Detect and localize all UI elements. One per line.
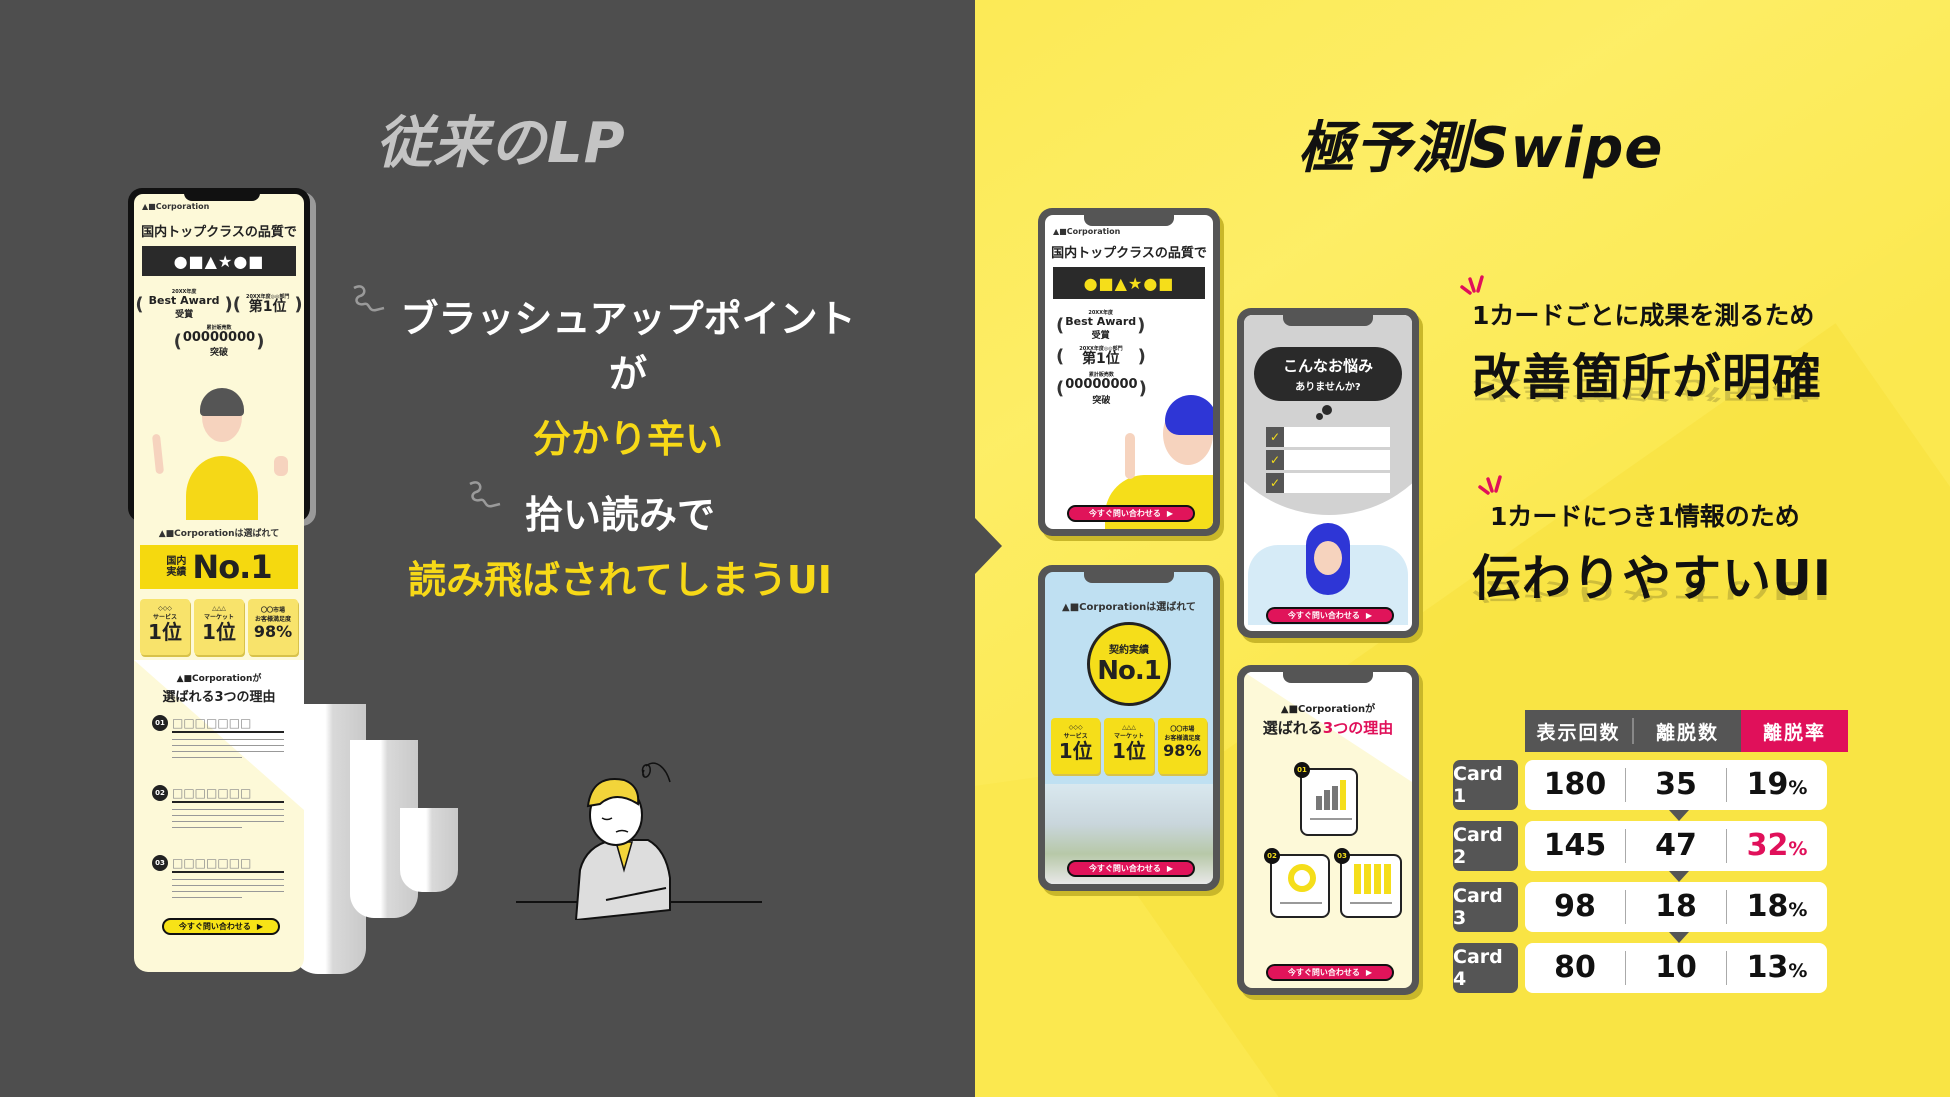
table-row: Card 1 180 35 19% <box>1453 760 1848 810</box>
laurel-icon: ) <box>256 330 265 352</box>
reasons-title: ▲■Corporationが 選ばれる3つの理由 <box>1262 704 1394 737</box>
table-row: Card 3 98 18 18% <box>1453 882 1848 932</box>
contact-button[interactable]: 今すぐ問い合わせる▶ <box>162 918 280 935</box>
reason-card-chart: 01 <box>1294 762 1358 836</box>
header-exit-rate: 離脱率 <box>1741 710 1848 752</box>
checklist-item: ✓ <box>1266 427 1390 447</box>
benefit-measure: 1カードごとに成果を測るため 改善箇所が明確 改善箇所が明確 <box>1472 301 1823 406</box>
checklist: ✓ ✓ ✓ <box>1244 427 1412 496</box>
scroll-curl <box>400 808 458 892</box>
play-icon: ▶ <box>256 922 264 931</box>
swipe-card-1[interactable]: ▲■Corporation 国内トップクラスの品質で ●■▲★●■ (20XX年… <box>1038 208 1220 536</box>
lp-headline: 国内トップクラスの品質で <box>141 225 297 240</box>
chosen-label: ▲■Corporationは選ばれて <box>158 529 280 539</box>
transition-arrow <box>975 518 1002 574</box>
phone-notch <box>1084 571 1174 583</box>
award-first: (20XX年度◎◎部門第1位) <box>1056 345 1146 368</box>
swipe-card-4[interactable]: ▲■Corporationが 選ばれる3つの理由 01 02 03 今すぐ問い合… <box>1237 665 1419 995</box>
table-row: Card 2 145 47 32% <box>1453 821 1848 871</box>
reasons-title: ▲■Corporationが 選ばれる3つの理由 <box>162 674 276 705</box>
phone-screen: こんなお悩み ありませんか? ✓ ✓ ✓ 今すぐ問い合わせる▶ <box>1244 315 1412 631</box>
tired-man-illustration <box>516 762 762 920</box>
down-arrow-icon <box>1669 810 1689 821</box>
reason-item: 03 □□□□□□□ <box>152 855 304 915</box>
phone-screen: ▲■Corporation 国内トップクラスの品質で ●■▲★●■ (20XX年… <box>1045 215 1213 529</box>
phone-notch <box>1084 214 1174 226</box>
corp-logo: ▲■Corporation <box>142 202 210 211</box>
row-label: Card 4 <box>1453 943 1518 993</box>
header-views: 表示回数 <box>1525 718 1634 744</box>
play-icon: ▶ <box>1166 509 1174 518</box>
play-icon: ▶ <box>1365 611 1373 620</box>
check-icon: ✓ <box>1266 473 1284 493</box>
phone-screen[interactable]: ▲■Corporation 国内トップクラスの品質で ●■▲★●■ ( 20XX… <box>134 194 304 522</box>
table-row: Card 4 80 10 13% <box>1453 943 1848 993</box>
play-icon: ▶ <box>1365 968 1373 977</box>
swirl-icon <box>469 481 501 508</box>
traditional-lp-phone: ▲■Corporation 国内トップクラスの品質で ●■▲★●■ ( 20XX… <box>128 188 310 522</box>
table-header: 表示回数 離脱数 離脱率 <box>1525 710 1848 752</box>
laurel-icon: ) <box>294 293 303 315</box>
phone-notch <box>184 188 260 201</box>
down-arrow-icon <box>1669 932 1689 943</box>
reason-item: 01 □□□□□□□ <box>152 715 304 775</box>
laurel-icon: ( <box>135 293 144 315</box>
check-icon: ✓ <box>1266 427 1284 447</box>
row-label: Card 3 <box>1453 882 1518 932</box>
traditional-lp-title: 従来のLP <box>376 111 626 176</box>
benefit-clarity: 1カードにつき1情報のため 伝わりやすいUI 伝わりやすいUI <box>1472 502 1833 607</box>
shapes-banner: ●■▲★●■ <box>142 246 296 276</box>
swirl-icon <box>353 285 385 312</box>
swipe-card-2[interactable]: こんなお悩み ありませんか? ✓ ✓ ✓ 今すぐ問い合わせる▶ <box>1237 308 1419 638</box>
checklist-item: ✓ <box>1266 473 1390 493</box>
contact-button[interactable]: 今すぐ問い合わせる▶ <box>1067 505 1195 522</box>
reason-card-clock: 02 <box>1264 848 1330 918</box>
header-exits: 離脱数 <box>1655 721 1719 744</box>
no1-badge: 契約実績 No.1 <box>1087 622 1171 706</box>
award-first: 20XX年度◎◎部門第1位 <box>245 293 290 315</box>
emphasis-burst-icon <box>1460 275 1484 295</box>
chosen-label: ▲■Corporationは選ばれて <box>1062 602 1196 613</box>
row-label: Card 2 <box>1453 821 1518 871</box>
laurel-icon: ( <box>173 330 182 352</box>
laurel-icon: )( <box>224 293 241 315</box>
check-icon: ✓ <box>1266 450 1284 470</box>
shapes-banner: ●■▲★●■ <box>1053 267 1205 299</box>
worry-bubble: こんなお悩み ありませんか? <box>1254 347 1402 401</box>
no1-banner: 国内 実績 No.1 <box>140 545 298 589</box>
traditional-lp-panel: 従来のLP ブラッシュアップポイントが 分かり辛い 拾い読みで 読み飛ばされてし… <box>128 111 856 974</box>
contact-button[interactable]: 今すぐ問い合わせる▶ <box>1266 964 1394 981</box>
point-hard-to-find: ブラッシュアップポイントが 分かり辛い <box>400 297 856 461</box>
down-arrow-icon <box>1669 871 1689 882</box>
highlighted-exit-rate: 32% <box>1746 828 1808 863</box>
reason-card-people: 03 <box>1334 848 1402 918</box>
play-icon: ▶ <box>1166 864 1174 873</box>
phone-notch <box>1283 314 1373 326</box>
phone-screen: ▲■Corporationが 選ばれる3つの理由 01 02 03 今すぐ問い合… <box>1244 672 1412 988</box>
swipe-title: 極予測Swipe <box>1298 116 1664 181</box>
reason-item: 02 □□□□□□□ <box>152 785 304 845</box>
contact-button[interactable]: 今すぐ問い合わせる▶ <box>1266 607 1394 624</box>
row-label: Card 1 <box>1453 760 1518 810</box>
point-skipped-reading: 拾い読みで 読み飛ばされてしまうUI <box>408 493 832 602</box>
contact-button[interactable]: 今すぐ問い合わせる▶ <box>1067 860 1195 877</box>
emphasis-burst-icon <box>1478 475 1502 495</box>
phone-notch <box>1283 671 1373 683</box>
checklist-item: ✓ <box>1266 450 1390 470</box>
